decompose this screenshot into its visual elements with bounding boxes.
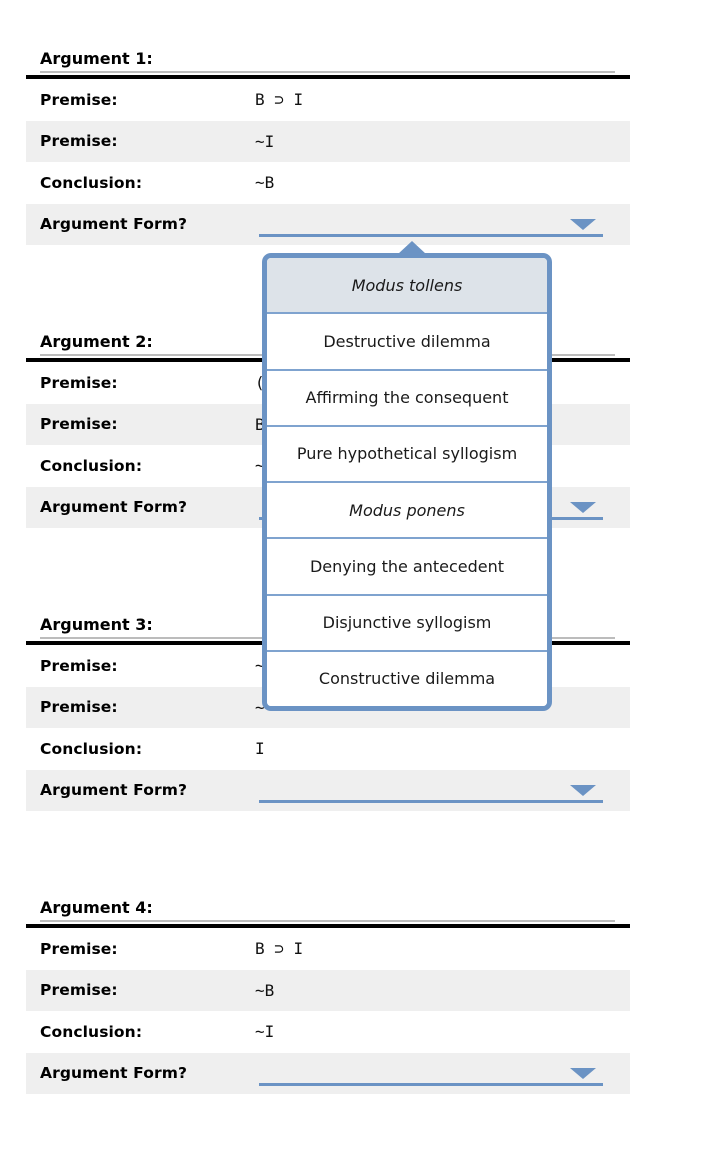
menu-item-destructive-dilemma[interactable]: Destructive dilemma <box>267 312 547 369</box>
menu-item-pure-hypothetical-syllogism[interactable]: Pure hypothetical syllogism <box>267 424 547 481</box>
conclusion-value: ~B <box>255 173 275 193</box>
menu-item-affirming-the-consequent[interactable]: Affirming the consequent <box>267 368 547 425</box>
argument-form-row: Argument Form? <box>26 203 630 246</box>
premise-row: Premise: ( <box>26 362 630 404</box>
premise-label: Premise: <box>40 981 118 1000</box>
dropdown-arrow-icon <box>570 501 596 513</box>
premise-label: Premise: <box>40 698 118 717</box>
heading-rule-thick <box>26 75 630 79</box>
dropdown-underline <box>259 233 603 237</box>
conclusion-label: Conclusion: <box>40 739 143 758</box>
conclusion-value: ~ <box>255 456 265 476</box>
argument-form-row: Argument Form? <box>26 769 630 812</box>
popup-pointer-icon <box>398 241 426 254</box>
heading-rule-thin <box>40 920 615 922</box>
premise-row: Premise: ~I <box>26 120 630 162</box>
dropdown-arrow-icon <box>570 1067 596 1079</box>
premise-label: Premise: <box>40 939 118 958</box>
dropdown-underline <box>259 799 603 803</box>
premise-label: Premise: <box>40 373 118 392</box>
conclusion-row: Conclusion: I <box>26 728 630 770</box>
argument-4-heading: Argument 4: <box>40 898 153 917</box>
menu-item-constructive-dilemma[interactable]: Constructive dilemma <box>267 649 547 706</box>
premise-row: Premise: ~ <box>26 645 630 687</box>
argument-3-heading: Argument 3: <box>40 615 153 634</box>
argument-4-form-dropdown[interactable] <box>26 1053 630 1095</box>
argument-1-section: Argument 1: Premise: B ⊃ I Premise: ~I C… <box>0 47 703 245</box>
argument-form-row: Argument Form? <box>26 1052 630 1095</box>
argument-form-menu: Modus tollens Destructive dilemma Affirm… <box>262 253 552 711</box>
conclusion-value: ~I <box>255 1022 275 1042</box>
argument-form-label: Argument Form? <box>40 498 188 517</box>
premise-value: B <box>255 414 265 434</box>
premise-label: Premise: <box>40 656 118 675</box>
premise-label: Premise: <box>40 415 118 434</box>
premise-label: Premise: <box>40 90 118 109</box>
argument-3-form-dropdown[interactable] <box>26 770 630 812</box>
argument-1-rows: Premise: B ⊃ I Premise: ~I Conclusion: ~… <box>26 79 630 245</box>
conclusion-value: I <box>255 739 265 759</box>
conclusion-label: Conclusion: <box>40 173 143 192</box>
premise-value: ~ <box>255 656 265 676</box>
menu-item-disjunctive-syllogism[interactable]: Disjunctive syllogism <box>267 593 547 650</box>
conclusion-label: Conclusion: <box>40 1022 143 1041</box>
premise-value: ~I <box>255 131 275 151</box>
dropdown-underline <box>259 1082 603 1086</box>
premise-value: ( <box>255 373 265 393</box>
argument-1-form-dropdown[interactable] <box>26 204 630 246</box>
dropdown-arrow-icon <box>570 218 596 230</box>
conclusion-label: Conclusion: <box>40 456 143 475</box>
menu-item-modus-tollens[interactable]: Modus tollens <box>267 258 547 313</box>
premise-value: ~ <box>255 697 265 717</box>
argument-form-label: Argument Form? <box>40 215 188 234</box>
menu-item-modus-ponens[interactable]: Modus ponens <box>267 481 547 538</box>
argument-form-label: Argument Form? <box>40 781 188 800</box>
menu-item-denying-the-antecedent[interactable]: Denying the antecedent <box>267 537 547 594</box>
heading-rule-thick <box>26 924 630 928</box>
argument-1-heading: Argument 1: <box>40 49 153 68</box>
premise-row: Premise: B ⊃ I <box>26 928 630 970</box>
premise-row: Premise: ~B <box>26 969 630 1011</box>
conclusion-row: Conclusion: ~I <box>26 1011 630 1053</box>
argument-4-section: Argument 4: Premise: B ⊃ I Premise: ~B C… <box>0 896 703 1094</box>
premise-label: Premise: <box>40 132 118 151</box>
conclusion-row: Conclusion: ~ <box>26 445 630 487</box>
premise-value: B ⊃ I <box>255 90 304 110</box>
argument-form-label: Argument Form? <box>40 1064 188 1083</box>
premise-value: ~B <box>255 980 275 1000</box>
heading-rule-thin <box>40 71 615 73</box>
conclusion-row: Conclusion: ~B <box>26 162 630 204</box>
dropdown-arrow-icon <box>570 784 596 796</box>
argument-4-rows: Premise: B ⊃ I Premise: ~B Conclusion: ~… <box>26 928 630 1094</box>
argument-2-heading: Argument 2: <box>40 332 153 351</box>
premise-value: B ⊃ I <box>255 939 304 959</box>
premise-row: Premise: B ⊃ I <box>26 79 630 121</box>
